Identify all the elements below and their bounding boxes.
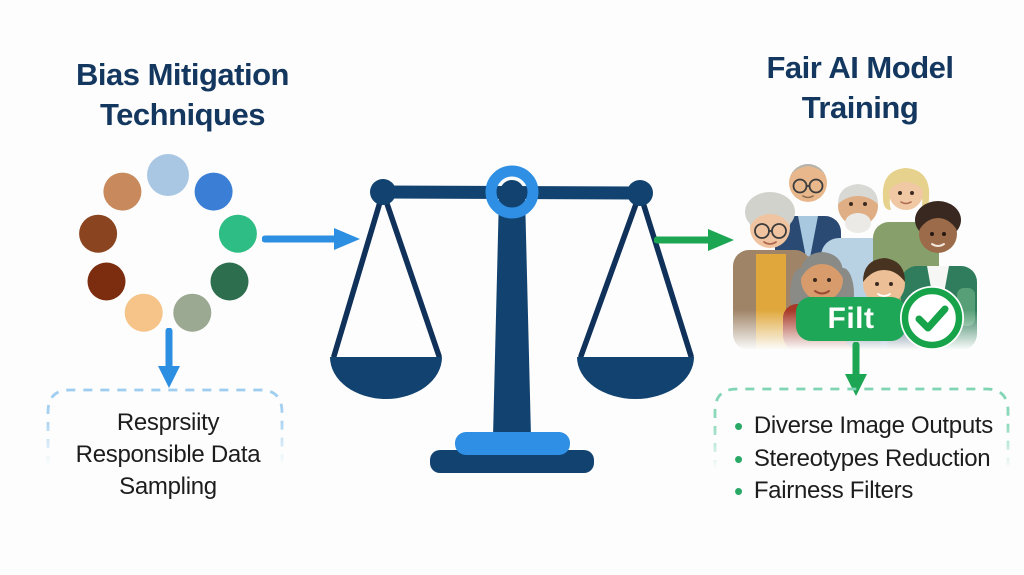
title-bias-mitigation: Bias Mitigation Techniques bbox=[10, 55, 355, 135]
dot bbox=[103, 172, 142, 211]
scale-base bbox=[430, 450, 594, 473]
scale-pan-left bbox=[330, 357, 442, 399]
box-line: Resprsiity bbox=[116, 409, 220, 436]
title-line: Bias Mitigation bbox=[76, 57, 289, 92]
arrow-right-green-icon bbox=[654, 229, 734, 251]
left-box-text: Resprsiity Responsible Data Sampling bbox=[48, 407, 288, 503]
list-item-label: Fairness Filters bbox=[753, 477, 914, 504]
list-item-label: Stereotypes Reduction bbox=[753, 444, 991, 472]
scale-strings bbox=[331, 189, 694, 359]
scale-base-accent bbox=[455, 432, 570, 455]
diverse-dots-ring-icon bbox=[79, 154, 257, 332]
check-circle-ring bbox=[901, 287, 963, 349]
scale-pivot-center bbox=[500, 180, 524, 204]
arrow-head bbox=[708, 229, 734, 251]
dot bbox=[147, 154, 189, 196]
dot bbox=[173, 293, 212, 332]
title-line: Training bbox=[801, 90, 919, 125]
right-box-list: • Diverse Image Outputs • Stereotypes Re… bbox=[734, 410, 1014, 508]
scale-pivot-ring bbox=[485, 165, 539, 219]
dot bbox=[194, 172, 233, 211]
dot bbox=[87, 262, 126, 301]
bullet-dot-icon: • bbox=[734, 443, 743, 474]
box-line: Responsible Data bbox=[75, 441, 261, 468]
scale-pan-right bbox=[577, 357, 694, 399]
list-item-label: Diverse Image Outputs bbox=[753, 412, 993, 439]
check-mark bbox=[915, 305, 949, 332]
dot bbox=[210, 262, 249, 301]
check-circle-icon bbox=[900, 286, 964, 350]
list-item: • Fairness Filters bbox=[734, 475, 1014, 508]
list-item: • Stereotypes Reduction bbox=[734, 443, 1014, 476]
scale-column bbox=[493, 195, 531, 437]
title-line: Techniques bbox=[100, 97, 265, 132]
arrow-head bbox=[845, 374, 867, 396]
dot bbox=[79, 214, 118, 253]
balance-scale-icon bbox=[330, 165, 694, 473]
title-fair-ai-training: Fair AI Model Training bbox=[695, 48, 1024, 128]
dot bbox=[124, 293, 163, 332]
arrow-head bbox=[334, 228, 360, 250]
scale-body bbox=[330, 179, 694, 473]
arrow-down-green-icon bbox=[845, 342, 867, 396]
arrow-right-blue-icon bbox=[262, 228, 360, 250]
arrow-head bbox=[158, 366, 180, 388]
list-item: • Diverse Image Outputs bbox=[734, 410, 1014, 443]
box-line: Sampling bbox=[119, 473, 217, 500]
filter-button[interactable]: Filt bbox=[796, 297, 906, 341]
title-line: Fair AI Model bbox=[766, 50, 954, 85]
dot bbox=[218, 214, 257, 253]
bullet-dot-icon: • bbox=[734, 411, 743, 442]
bullet-dot-icon: • bbox=[734, 476, 743, 507]
arrow-down-blue-icon bbox=[158, 328, 180, 388]
